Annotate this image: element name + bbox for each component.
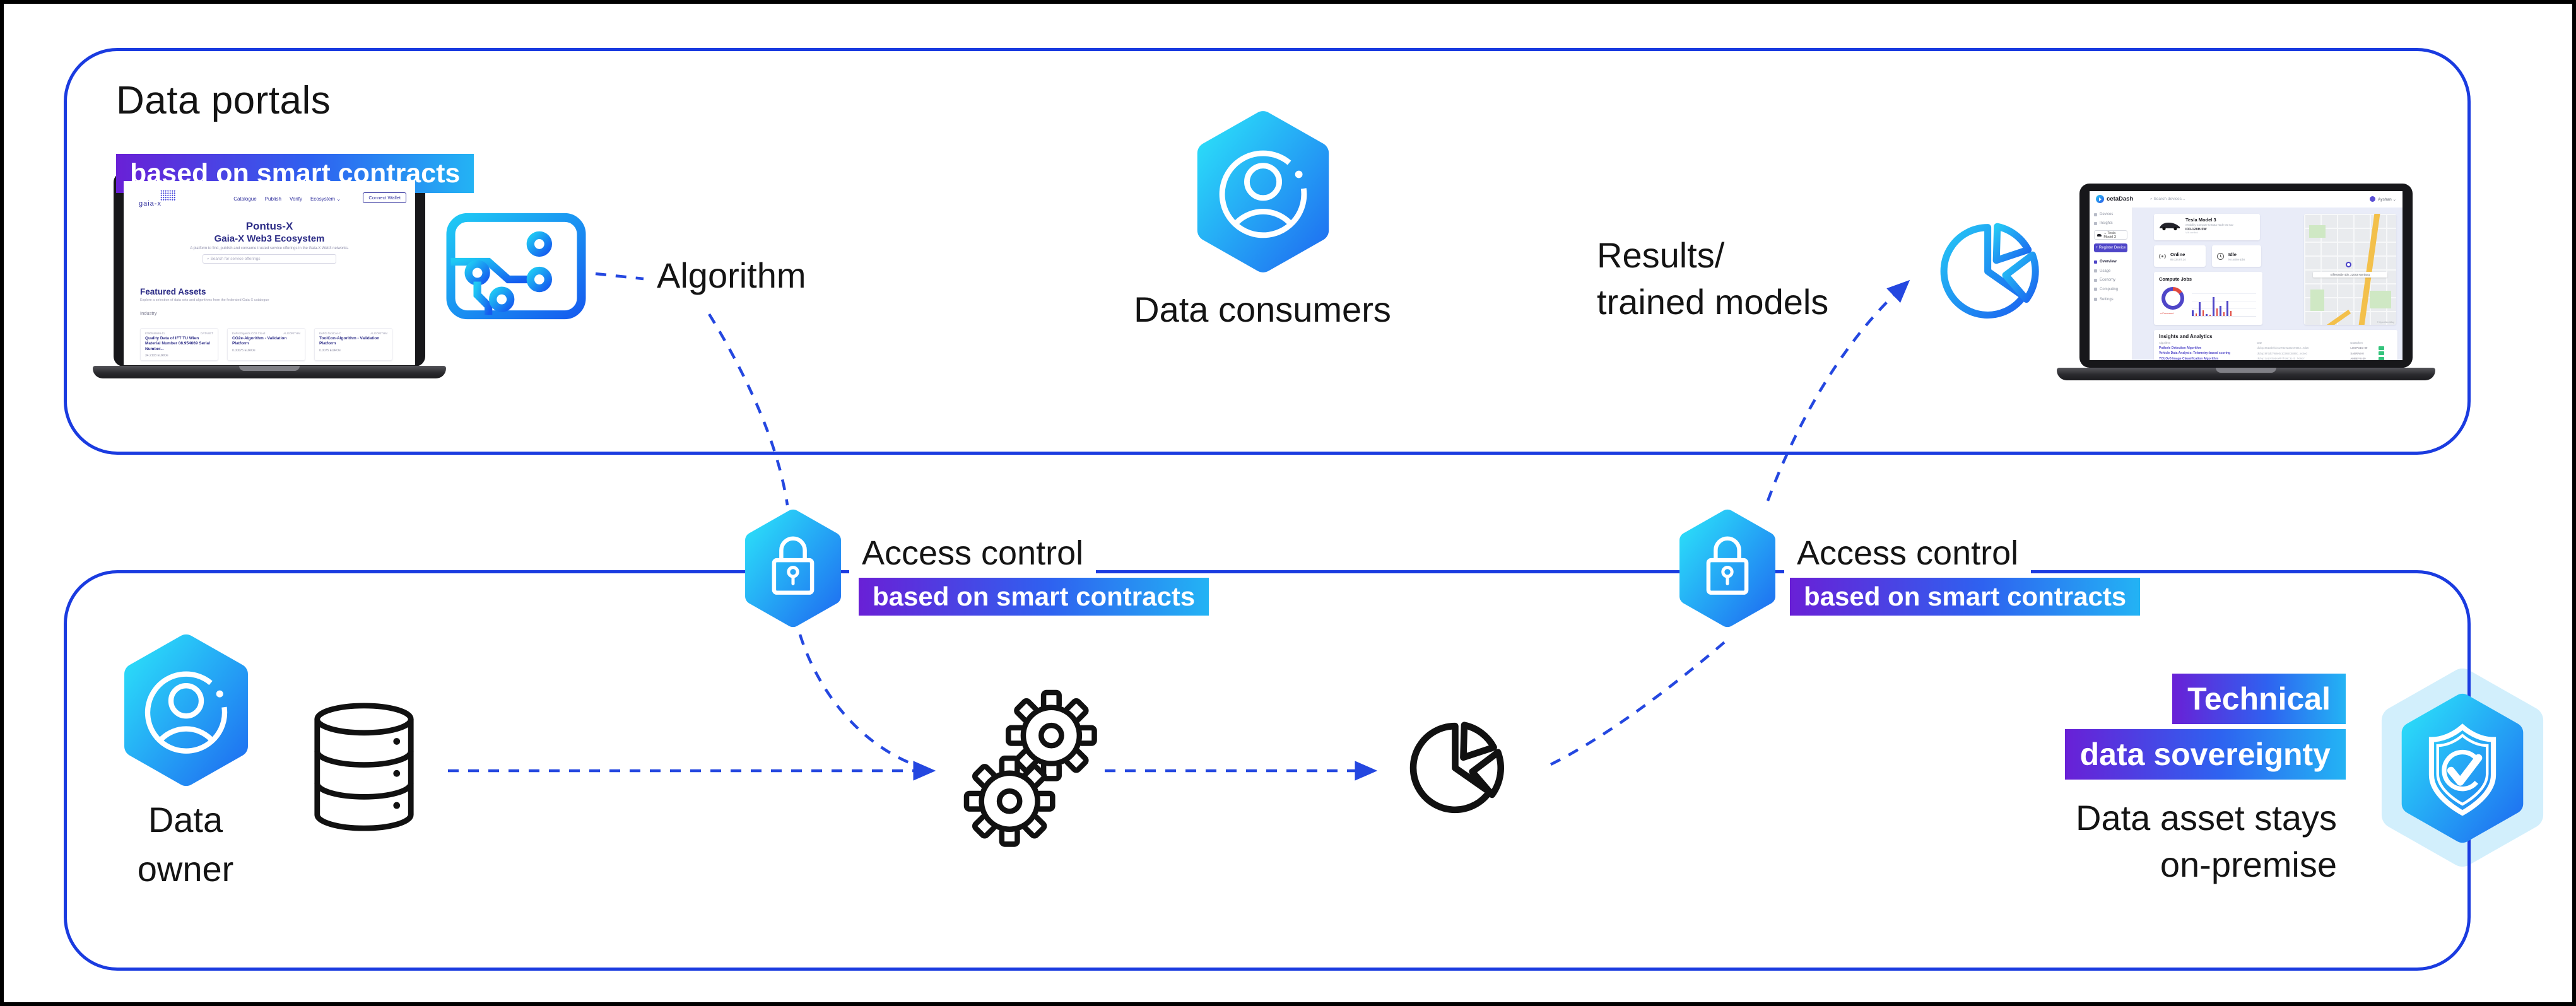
on-premise-text-1: Data asset stays [2076, 798, 2337, 838]
compute-jobs-card: Compute Jobs ● Processed [2154, 272, 2262, 325]
lock-icon [745, 509, 841, 628]
nav-verify[interactable]: Verify [289, 196, 302, 202]
gaiax-logo-dots [160, 190, 175, 201]
map-marker [2346, 262, 2351, 267]
algorithm-label: Algorithm [657, 255, 806, 295]
donut-legend: ● Processed [2160, 312, 2174, 315]
portal-nav: Catalogue Publish Verify Ecosystem ⌄ [233, 196, 341, 202]
compute-jobs-bars [2192, 287, 2256, 317]
featured-title: Featured Assets [140, 287, 206, 296]
usage-icon [2094, 269, 2097, 272]
results-pie-icon [1940, 223, 2039, 319]
register-device-button[interactable]: + Register Device [2094, 243, 2127, 252]
results-label: Results/ trained models [1597, 235, 1829, 322]
computing-icon [2094, 288, 2097, 291]
featured-assets: Featured Assets Explore a selection of d… [140, 287, 405, 316]
access-control-badge-1: based on smart contracts [859, 578, 1209, 616]
map-card[interactable]: Eiffestraße 4bb, 22083 Hamburg © OpenStr… [2304, 214, 2396, 325]
vehicle-card: Tesla Model 3 eMobility Compute-to-Data … [2154, 214, 2260, 240]
run-button[interactable] [2378, 356, 2384, 360]
portal-tagline: A platform to find, publish and consume … [190, 247, 349, 250]
devices-icon [2094, 213, 2097, 216]
run-button[interactable] [2378, 346, 2384, 350]
overview-icon [2094, 260, 2097, 264]
database-icon [314, 703, 414, 831]
gaiax-logo: gaia-x [139, 190, 175, 208]
avatar [2370, 196, 2376, 202]
economy-icon [2094, 278, 2097, 282]
algorithm-link[interactable]: YOLOv5 Image Classification Algorithm [2159, 356, 2219, 361]
nav-economy[interactable]: Economy [2094, 278, 2127, 282]
laptop1-base [93, 366, 446, 378]
industry-label: Industry [140, 310, 157, 316]
map-address-label: Eiffestraße 4bb, 22083 Hamburg [2313, 272, 2387, 278]
algorithm-chip-icon [446, 213, 586, 320]
connect-wallet-button[interactable]: Connect Wallet [363, 192, 406, 203]
clock-icon [2216, 252, 2225, 260]
access-control-label-1: Access control [849, 530, 1097, 576]
insights-icon [2094, 221, 2097, 225]
sidebar-item-insights[interactable]: Insights [2094, 221, 2127, 225]
settings-icon [2094, 298, 2097, 301]
algorithm-link[interactable]: Pothole Detection Algorithm [2159, 346, 2202, 350]
idle-status-card: Idle No active jobs [2212, 245, 2261, 267]
nav-catalogue[interactable]: Catalogue [233, 196, 257, 202]
dashboard-sidebar: Devices Insights ⌄ Tesla Model 3 + Regis… [2090, 208, 2132, 360]
algorithm-link[interactable]: Vehicle Data Analysis: Telemetry-based s… [2159, 351, 2231, 355]
insights-card: Insights and Analytics Algorithm DID Dat… [2154, 330, 2397, 360]
access-control-badge-2: based on smart contracts [1790, 578, 2141, 616]
portal-title: Pontus-X [245, 220, 293, 232]
data-consumers-icon [1197, 111, 1329, 272]
shield-check-icon [2401, 693, 2524, 843]
nav-overview[interactable]: Overview [2094, 260, 2127, 264]
data-consumers-label: Data consumers [1134, 290, 1391, 329]
nav-settings[interactable]: Settings [2094, 298, 2127, 301]
nav-usage[interactable]: Usage [2094, 269, 2127, 273]
run-button[interactable] [2378, 351, 2384, 355]
nav-ecosystem[interactable]: Ecosystem ⌄ [310, 196, 341, 202]
lock-icon [1679, 509, 1775, 628]
data-portals-title: Data portals [116, 79, 331, 122]
data-owner-icon [124, 634, 248, 787]
data-owner-label: Data owner [137, 800, 234, 889]
dashboard-nav: Overview Usage Economy Computing Setting… [2094, 260, 2127, 301]
results-pie-icon-black [1409, 722, 1504, 814]
portal-subtitle: Gaia-X Web3 Ecosystem [214, 233, 325, 244]
featured-sub: Explore a selection of data sets and alg… [140, 298, 269, 302]
dashboard-user-menu[interactable]: Ayshan ⌄ [2370, 196, 2396, 202]
laptop2-screen: cetaDash ⌕ Search devices... Ayshan ⌄ De… [2090, 191, 2403, 360]
dashboard-main: Tesla Model 3 eMobility Compute-to-Data … [2132, 208, 2403, 360]
portal-hero: Pontus-X Gaia-X Web3 Ecosystem A platfor… [124, 220, 415, 264]
on-premise-text-2: on-premise [2160, 845, 2337, 884]
laptop1-screen: gaia-x Catalogue Publish Verify Ecosyste… [124, 181, 415, 365]
compute-jobs-donut [2161, 287, 2184, 310]
data-portals-panel [64, 48, 2471, 455]
dashboard-logo-icon [2096, 195, 2104, 203]
nav-publish[interactable]: Publish [264, 196, 281, 202]
access-control-label-2: Access control [1784, 530, 2032, 576]
laptop2-base [2057, 368, 2435, 380]
car-icon [2097, 233, 2102, 237]
technical-badge: Technical [2172, 674, 2346, 724]
vehicle-image [2160, 223, 2180, 231]
online-status-card: Online 89.134.87.14 [2154, 245, 2206, 267]
sidebar-item-devices[interactable]: Devices [2094, 213, 2127, 216]
algorithms-table: Algorithm DID Datatoken Pothole Detectio… [2159, 341, 2392, 360]
nav-computing[interactable]: Computing [2094, 288, 2127, 291]
data-sovereignty-badge: data sovereignty [2064, 729, 2346, 780]
signal-icon [2159, 254, 2166, 259]
dashboard-logo: cetaDash [2096, 195, 2133, 203]
portal-search-input[interactable]: ⌕ Search for service offerings [203, 254, 336, 264]
compute-gears-icon [963, 689, 1097, 847]
dashboard-topbar: cetaDash ⌕ Search devices... Ayshan ⌄ [2090, 191, 2403, 208]
dashboard-search-input[interactable]: ⌕ Search devices... [2150, 197, 2185, 201]
device-select[interactable]: ⌄ Tesla Model 3 [2094, 230, 2127, 240]
